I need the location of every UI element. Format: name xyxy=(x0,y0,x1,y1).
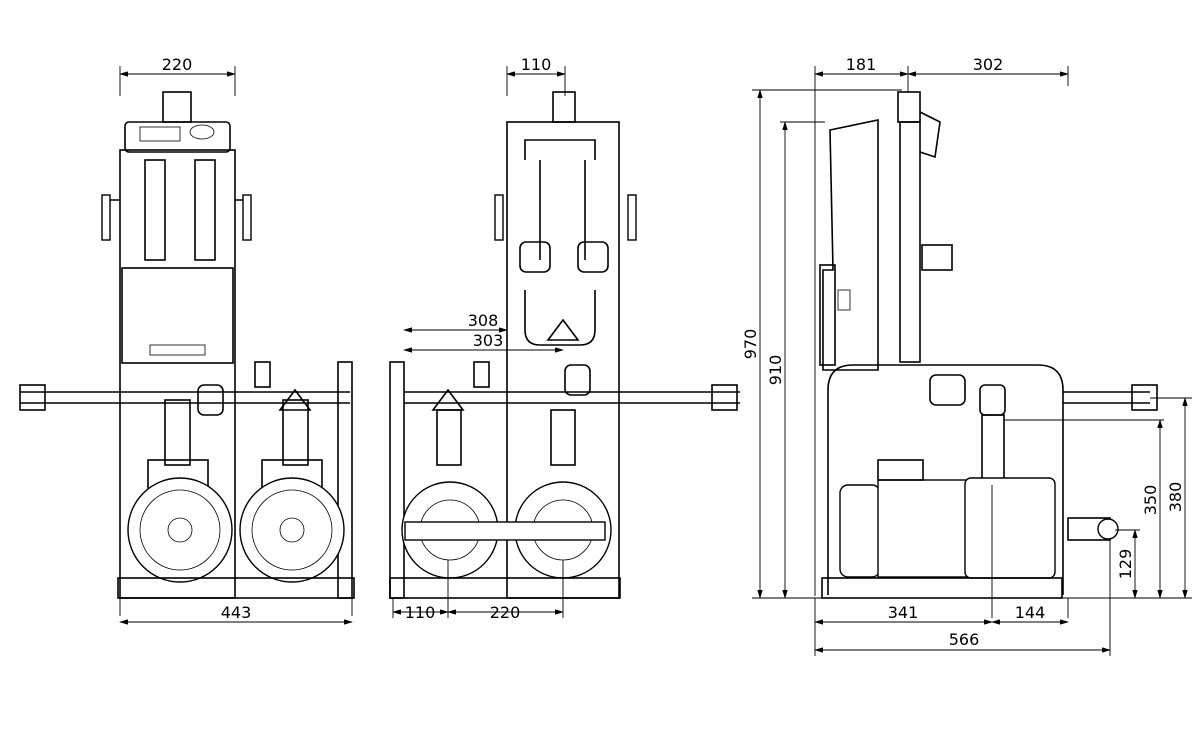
dimensions: 220 443 110 308 303 110 220 181 302 970 … xyxy=(119,55,1192,656)
dim-side-566: 566 xyxy=(949,630,980,649)
front-view xyxy=(19,91,355,599)
dim-rear-303: 303 xyxy=(473,331,504,350)
dim-rear-bottom-offset: 110 xyxy=(405,603,436,622)
rear-view xyxy=(389,91,740,599)
dim-side-181: 181 xyxy=(846,55,877,74)
dim-rear-308: 308 xyxy=(468,311,499,330)
dim-side-302: 302 xyxy=(973,55,1004,74)
control-cabinet xyxy=(121,267,234,364)
dim-side-910: 910 xyxy=(766,355,785,386)
dim-front-width-total: 443 xyxy=(221,603,252,622)
dim-rear-pump-spacing: 220 xyxy=(490,603,521,622)
dim-side-970: 970 xyxy=(741,329,760,360)
dim-front-width-top: 220 xyxy=(162,55,193,74)
dim-side-341: 341 xyxy=(888,603,919,622)
dim-rear-top-offset: 110 xyxy=(521,55,552,74)
side-view xyxy=(819,91,1158,599)
dim-side-380: 380 xyxy=(1166,482,1185,513)
dim-side-144: 144 xyxy=(1015,603,1046,622)
dim-side-350: 350 xyxy=(1141,485,1160,516)
controller-box xyxy=(124,121,231,153)
dim-side-129: 129 xyxy=(1116,549,1135,580)
